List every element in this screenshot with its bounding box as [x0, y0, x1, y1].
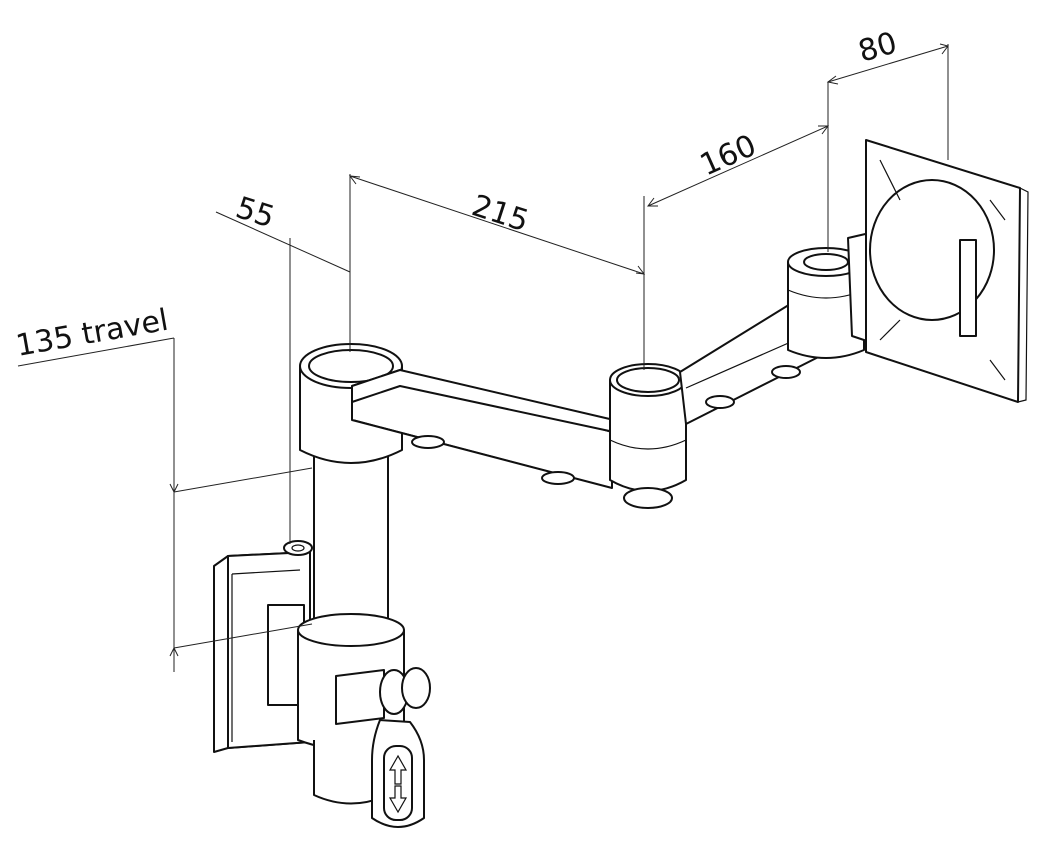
column-clamp	[335, 667, 431, 828]
arm2-dimension: 160	[647, 82, 829, 252]
arrow-down-icon	[388, 785, 408, 814]
arm2-label: 160	[695, 128, 762, 183]
head-dimension: 80	[826, 26, 949, 160]
arrow-up-icon	[388, 754, 408, 785]
arm1-dimension: 215	[348, 175, 646, 370]
elbow-joint	[609, 363, 687, 509]
arm1-label: 215	[468, 188, 533, 239]
head-label: 80	[855, 26, 901, 70]
travel-label: 135 travel	[13, 303, 171, 364]
first-arm	[299, 343, 615, 489]
offset-label: 55	[232, 190, 279, 235]
vesa-plate	[865, 139, 1029, 403]
wrist-joint	[787, 247, 865, 359]
